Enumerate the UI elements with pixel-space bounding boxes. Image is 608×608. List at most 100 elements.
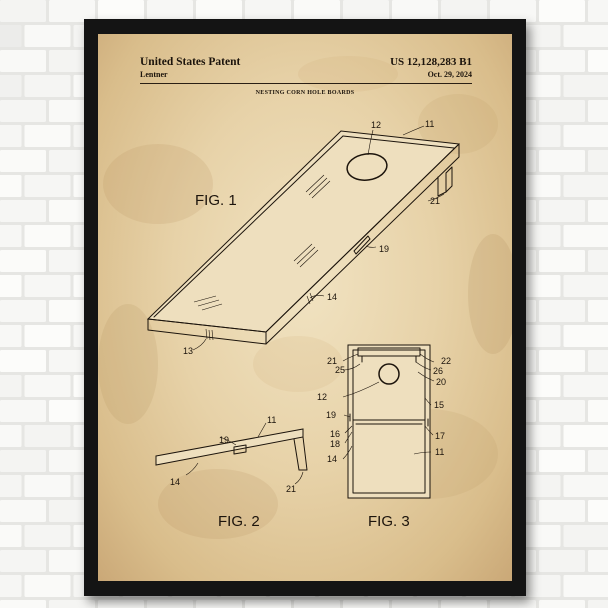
brick [24, 175, 71, 197]
brick [563, 425, 608, 447]
brick [24, 475, 71, 497]
brick [539, 550, 585, 572]
brick [441, 0, 487, 22]
brick [98, 600, 144, 608]
brick [49, 450, 95, 472]
ref-label: 21 [327, 356, 337, 366]
ref-label: 11 [425, 119, 434, 129]
brick [539, 350, 585, 372]
patent-drawings: FIG. 1 12 11 21 19 14 13 11 19 14 21 [146, 119, 461, 530]
fig1-board-drawing [146, 130, 461, 345]
ref-label: 12 [317, 392, 327, 402]
brick [588, 0, 608, 22]
brick [49, 250, 95, 272]
brick [24, 325, 71, 347]
ref-label: 14 [327, 454, 337, 464]
brick [563, 375, 608, 397]
brick [392, 600, 438, 608]
brick [588, 300, 608, 322]
ref-label: 14 [327, 292, 337, 302]
brick [245, 600, 291, 608]
brick [49, 500, 95, 522]
ref-label: 21 [430, 196, 440, 206]
patent-subtitle: NESTING CORN HOLE BOARDS [255, 90, 355, 96]
patent-print: United States Patent Lentner US 12,128,2… [98, 34, 512, 581]
ref-label: 18 [330, 439, 340, 449]
inventor-name: Lentner [140, 70, 168, 79]
brick [588, 550, 608, 572]
brick [514, 25, 561, 47]
brick [514, 325, 561, 347]
brick [514, 525, 561, 547]
brick [588, 200, 608, 222]
ref-label: 26 [433, 366, 443, 376]
ref-label: 14 [170, 477, 180, 487]
brick [514, 375, 561, 397]
brick [539, 150, 585, 172]
brick [24, 525, 71, 547]
brick [588, 250, 608, 272]
patent-number: US 12,128,283 B1 [390, 56, 472, 68]
brick [343, 0, 389, 22]
brick [24, 425, 71, 447]
brick [0, 25, 22, 47]
brick [539, 400, 585, 422]
brick [563, 225, 608, 247]
brick [514, 575, 561, 597]
brick [588, 100, 608, 122]
ref-label: 19 [219, 435, 229, 445]
brick [24, 275, 71, 297]
brick [539, 50, 585, 72]
brick [563, 75, 608, 97]
ref-label: 11 [267, 415, 276, 425]
header-rule [140, 83, 472, 84]
brick [0, 225, 22, 247]
brick [49, 200, 95, 222]
brick [294, 600, 340, 608]
brick [514, 225, 561, 247]
ref-label: 15 [434, 400, 444, 410]
ref-label: 25 [335, 365, 345, 375]
brick [49, 300, 95, 322]
brick [0, 350, 46, 372]
brick [294, 0, 340, 22]
brick [245, 0, 291, 22]
brick [539, 100, 585, 122]
brick [441, 600, 487, 608]
brick [539, 200, 585, 222]
brick [563, 175, 608, 197]
brick [0, 75, 22, 97]
brick [0, 175, 22, 197]
fig1-leaders [192, 125, 445, 351]
brick [49, 0, 95, 22]
ref-label: 11 [435, 447, 444, 457]
brick [0, 575, 22, 597]
brick [0, 400, 46, 422]
brick [24, 575, 71, 597]
brick [514, 475, 561, 497]
brick [0, 275, 22, 297]
brick [0, 525, 22, 547]
ref-label: 20 [436, 377, 446, 387]
brick [563, 125, 608, 147]
brick [514, 75, 561, 97]
fig3-top-view-drawing [342, 344, 435, 499]
brick [588, 450, 608, 472]
brick [539, 250, 585, 272]
brick [392, 0, 438, 22]
brick [0, 50, 46, 72]
ref-label: 22 [441, 356, 451, 366]
brick [490, 0, 536, 22]
brick [563, 325, 608, 347]
brick [196, 600, 242, 608]
brick [24, 75, 71, 97]
brick [514, 125, 561, 147]
ref-label: 13 [183, 346, 193, 356]
brick [0, 100, 46, 122]
brick [24, 125, 71, 147]
brick [0, 300, 46, 322]
brick [0, 425, 22, 447]
brick [49, 350, 95, 372]
brick [0, 0, 46, 22]
brick [539, 0, 585, 22]
